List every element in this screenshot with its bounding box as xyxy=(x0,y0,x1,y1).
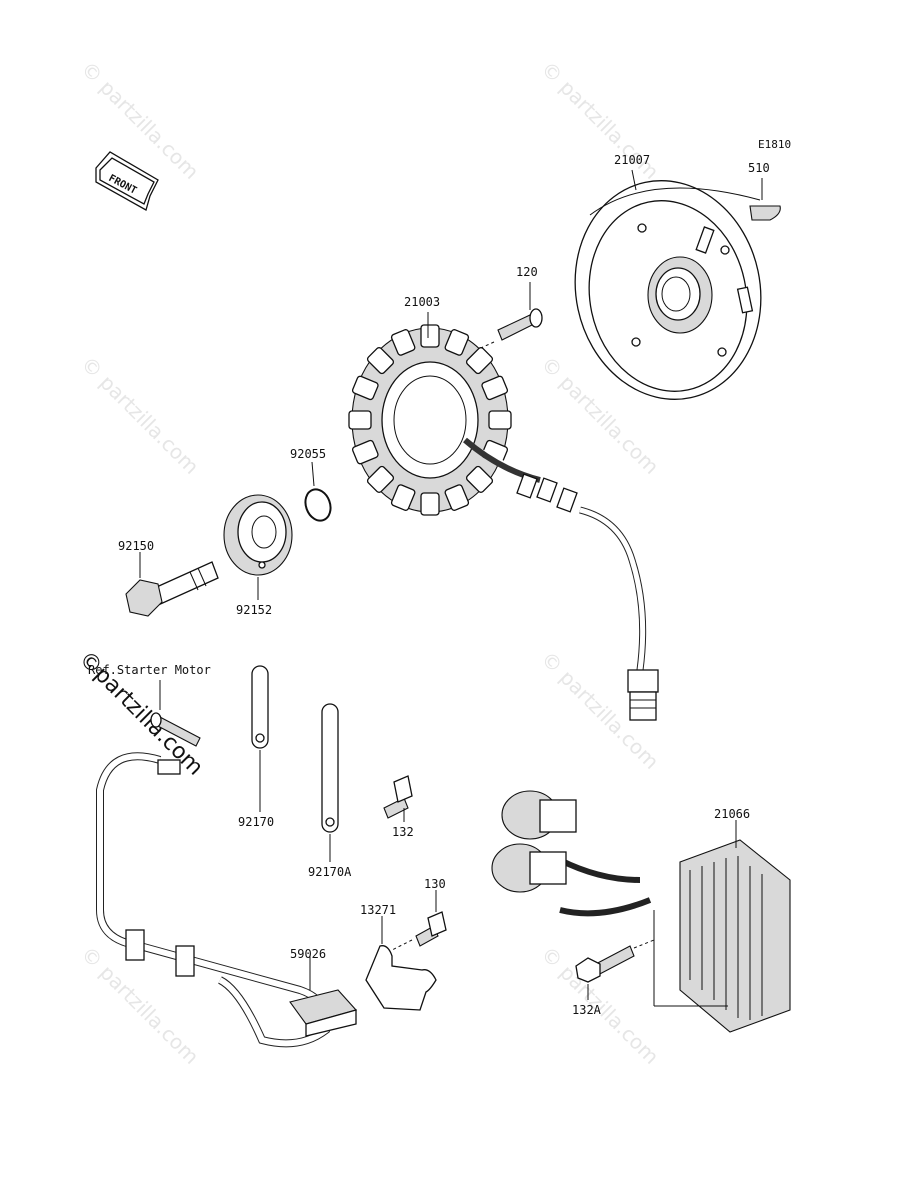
watermark: © partzilla.com xyxy=(76,57,203,184)
flywheel-icon xyxy=(574,180,762,400)
bracket-icon xyxy=(365,945,437,1011)
clamp-icon xyxy=(251,665,269,749)
part-label-92055: 92055 xyxy=(290,447,326,461)
watermark: © partzilla.com xyxy=(76,352,203,479)
bolt-icon xyxy=(497,308,543,341)
collar-icon xyxy=(223,494,293,576)
stator-tooth xyxy=(444,329,470,356)
stator-tooth xyxy=(420,324,440,348)
part-label-132A: 132A xyxy=(572,1003,602,1017)
key-icon xyxy=(749,205,781,221)
stator-tooth xyxy=(420,492,440,516)
stator-tooth xyxy=(351,375,379,401)
regulator-icon xyxy=(491,790,791,1033)
stator-tooth xyxy=(366,465,395,493)
part-label-92170: 92170 xyxy=(238,815,274,829)
part-label-92170A: 92170A xyxy=(308,865,352,879)
part-label-92150: 92150 xyxy=(118,539,154,553)
reference-note: Ref.Starter Motor xyxy=(88,663,211,677)
harness-icon xyxy=(96,752,358,1048)
part-label-132: 132 xyxy=(392,825,414,839)
bolt-132-icon xyxy=(383,775,413,819)
part-label-21066: 21066 xyxy=(714,807,750,821)
stator-tooth xyxy=(465,465,494,493)
o-ring-icon xyxy=(304,488,332,522)
part-label-21003: 21003 xyxy=(404,295,440,309)
bolt-130-icon xyxy=(415,911,447,947)
starter-bolt-icon xyxy=(150,712,201,747)
part-label-59026: 59026 xyxy=(290,947,326,961)
part-label-120: 120 xyxy=(516,265,538,279)
part-label-92152: 92152 xyxy=(236,603,272,617)
front-arrow-icon: FRONT xyxy=(95,151,159,211)
stator-tooth xyxy=(390,329,416,356)
part-label-130: 130 xyxy=(424,877,446,891)
stator-tooth xyxy=(390,484,416,511)
stator-icon xyxy=(348,324,659,721)
stator-tooth xyxy=(444,484,470,511)
part-label-21007: 21007 xyxy=(614,153,650,167)
stator-tooth xyxy=(481,375,509,401)
stator-tooth xyxy=(488,410,512,430)
diagram-code: E1810 xyxy=(758,138,791,151)
part-label-510: 510 xyxy=(748,161,770,175)
part-label-13271: 13271 xyxy=(360,903,396,917)
flange-bolt-icon xyxy=(125,561,219,617)
stator-tooth xyxy=(465,347,494,375)
clamp-long-icon xyxy=(321,703,339,833)
stator-tooth xyxy=(351,439,379,465)
stator-tooth xyxy=(366,347,395,375)
bolt-132a-icon xyxy=(575,945,635,983)
stator-tooth xyxy=(348,410,372,430)
